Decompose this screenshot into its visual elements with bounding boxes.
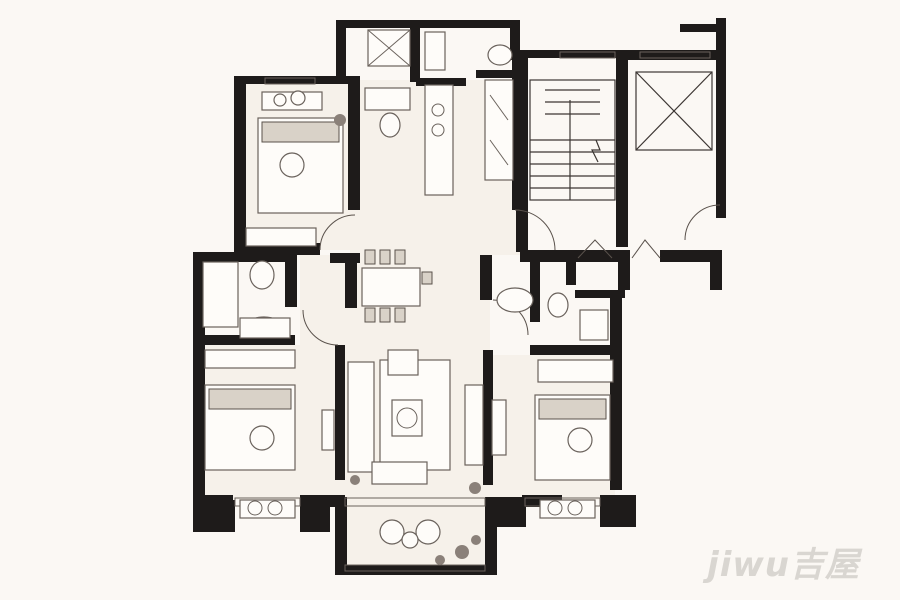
living-room-furniture bbox=[347, 349, 484, 494]
windows bbox=[234, 51, 711, 572]
stair-core bbox=[529, 71, 713, 201]
bedroom-top-left-furniture bbox=[245, 90, 346, 247]
dining-table bbox=[361, 249, 433, 323]
doors bbox=[302, 204, 721, 346]
bedroom-bottom-left-furniture bbox=[204, 349, 335, 519]
bedroom-bottom-right-furniture bbox=[491, 359, 614, 519]
kitchen-counter bbox=[424, 79, 514, 196]
bathroom-left-fixtures bbox=[202, 260, 291, 339]
elevator-shaft bbox=[635, 71, 713, 151]
bathroom-right-fixtures bbox=[496, 287, 609, 341]
watermark-logo: jiwu吉屋 bbox=[707, 545, 860, 585]
bathroom-top-fixtures bbox=[364, 29, 513, 138]
balcony-furniture bbox=[379, 519, 481, 565]
walls bbox=[193, 18, 726, 575]
